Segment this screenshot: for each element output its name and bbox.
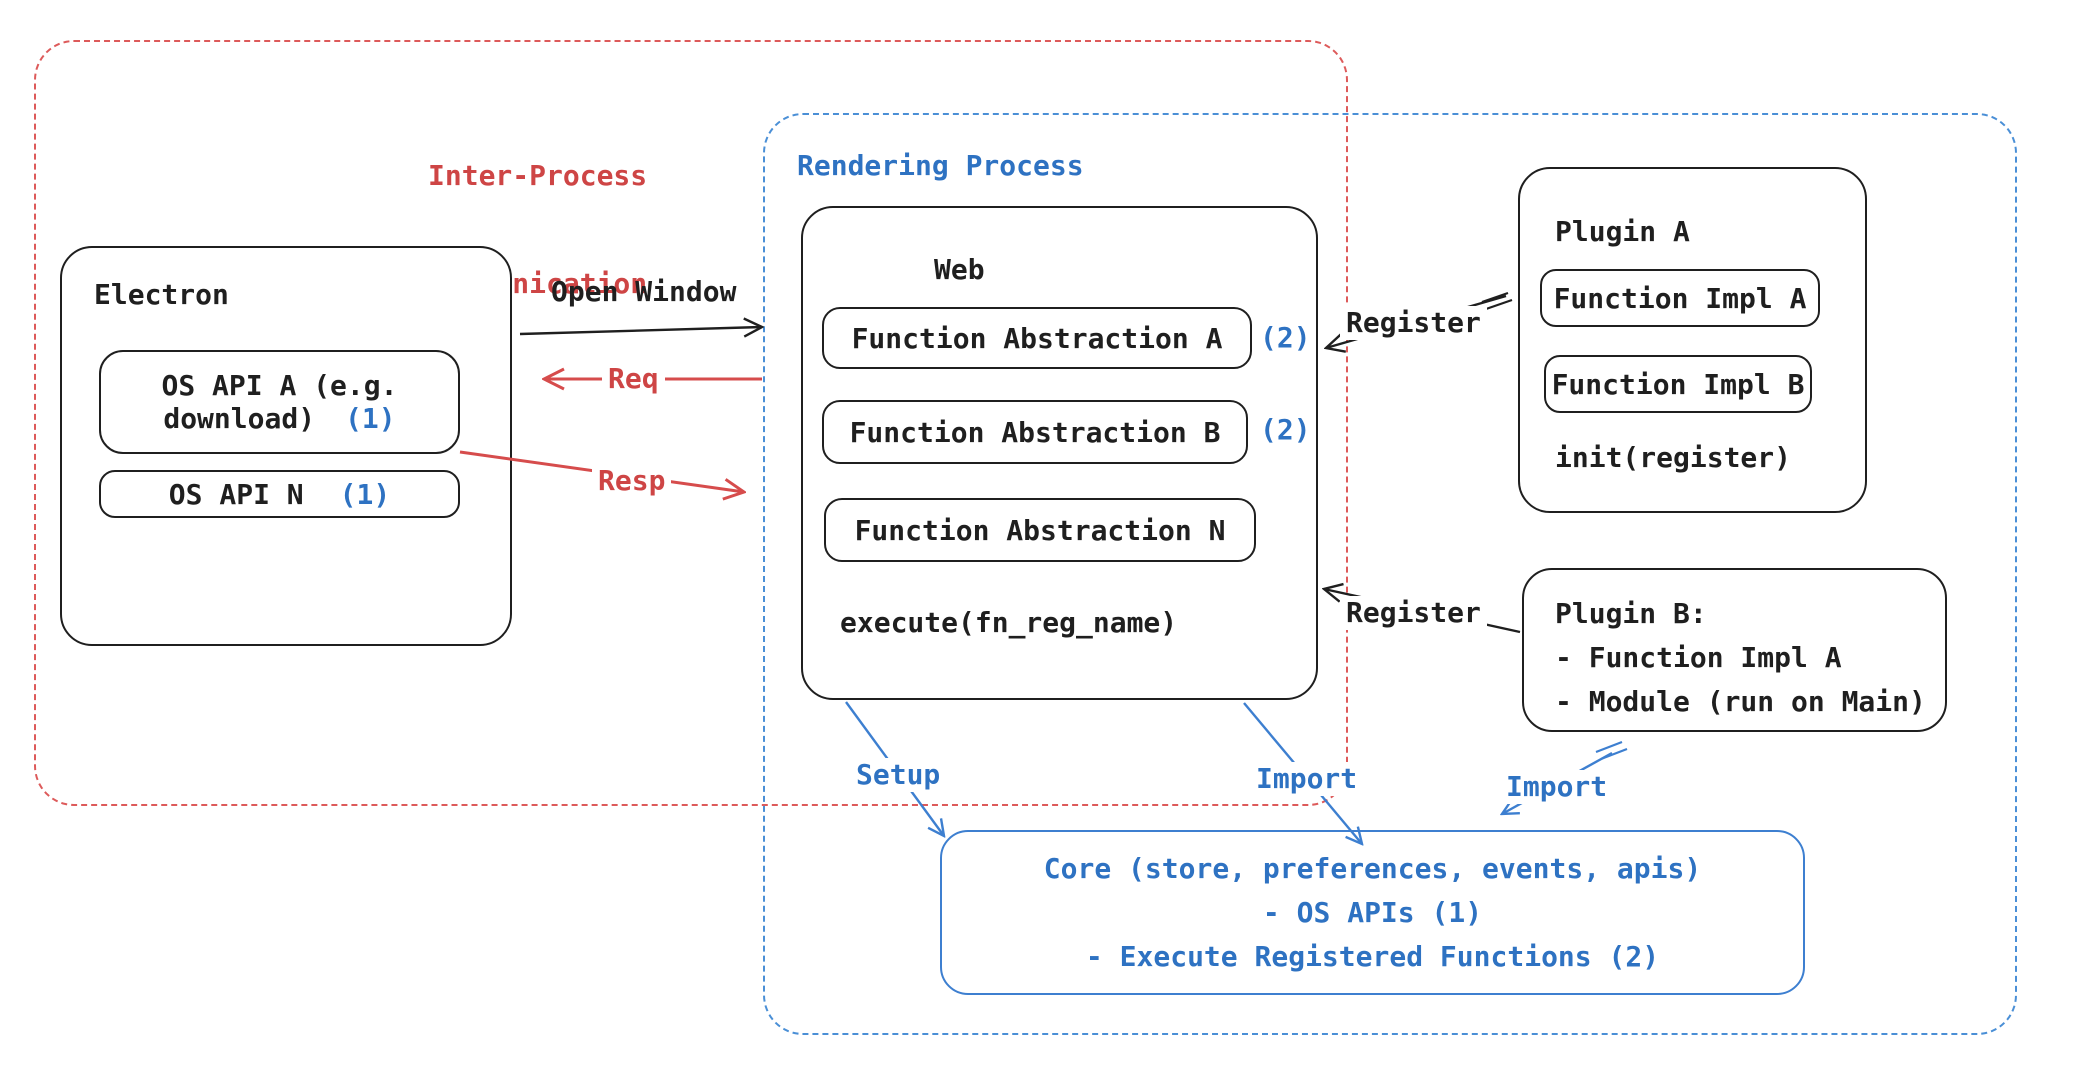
import-web-label: Import [1250, 762, 1364, 796]
electron-node: Electron OS API A (e.g. download) (1) OS… [60, 246, 512, 646]
rendering-group-label: Rendering Process [797, 149, 1084, 182]
import-plugin-label: Import [1500, 770, 1614, 804]
function-abstraction-n-box: Function Abstraction N [824, 498, 1256, 562]
register-top-label: Register [1340, 306, 1487, 340]
plugin-a-node: Plugin A Function Impl A Function Impl B… [1518, 167, 1867, 513]
ipc-group-box [34, 40, 1348, 806]
web-node: Web Function Abstraction A (2) Function … [801, 206, 1318, 700]
function-impl-b-box: Function Impl B [1544, 355, 1812, 413]
web-footer: execute(fn_reg_name) [840, 606, 1178, 639]
core-line2: - OS APIs (1) [1262, 895, 1483, 929]
os-api-n-box: OS API N (1) [99, 470, 460, 518]
core-line1: Core (store, preferences, events, apis) [1043, 851, 1702, 885]
plugin-a-title: Plugin A [1555, 215, 1690, 248]
register-bottom-label: Register [1340, 596, 1487, 630]
os-api-a-line2-text: download) [163, 402, 316, 435]
core-line3: - Execute Registered Functions (2) [1085, 939, 1660, 973]
function-abstraction-n-label: Function Abstraction N [854, 513, 1226, 547]
core-node: Core (store, preferences, events, apis) … [940, 830, 1805, 995]
electron-title: Electron [94, 278, 229, 311]
web-title: Web [934, 253, 985, 286]
req-label: Req [602, 362, 665, 396]
plugin-a-footer: init(register) [1555, 441, 1792, 474]
ipc-label-line1: Inter-Process [428, 159, 648, 192]
function-abstraction-a-label: Function Abstraction A [851, 321, 1223, 355]
function-impl-a-label: Function Impl A [1553, 281, 1807, 315]
resp-label: Resp [592, 464, 672, 498]
function-abstraction-b-box: Function Abstraction B [822, 400, 1248, 464]
plugin-b-node: Plugin B: - Function Impl A - Module (ru… [1522, 568, 1947, 732]
plugin-b-line3: - Module (run on Main) [1555, 685, 1926, 718]
os-api-a-badge: (1) [345, 402, 396, 435]
plugin-b-line1: Plugin B: [1555, 597, 1707, 630]
os-api-n-badge: (1) [339, 477, 391, 511]
function-abstraction-b-label: Function Abstraction B [849, 415, 1221, 449]
rendering-group-box [763, 113, 2017, 1035]
os-api-a-line2: download) (1) [163, 402, 395, 435]
os-api-a-line1: OS API A (e.g. [161, 369, 398, 402]
os-api-a-box: OS API A (e.g. download) (1) [99, 350, 460, 454]
function-abstraction-a-badge: (2) [1260, 321, 1311, 354]
open-window-label: Open Window [551, 275, 737, 308]
function-abstraction-b-badge: (2) [1260, 413, 1311, 446]
setup-label: Setup [850, 758, 947, 792]
function-impl-b-label: Function Impl B [1551, 367, 1805, 401]
function-abstraction-a-box: Function Abstraction A [822, 307, 1252, 369]
plugin-b-line2: - Function Impl A [1555, 641, 1842, 674]
function-impl-a-box: Function Impl A [1540, 269, 1820, 327]
os-api-n-label: OS API N [168, 477, 304, 511]
